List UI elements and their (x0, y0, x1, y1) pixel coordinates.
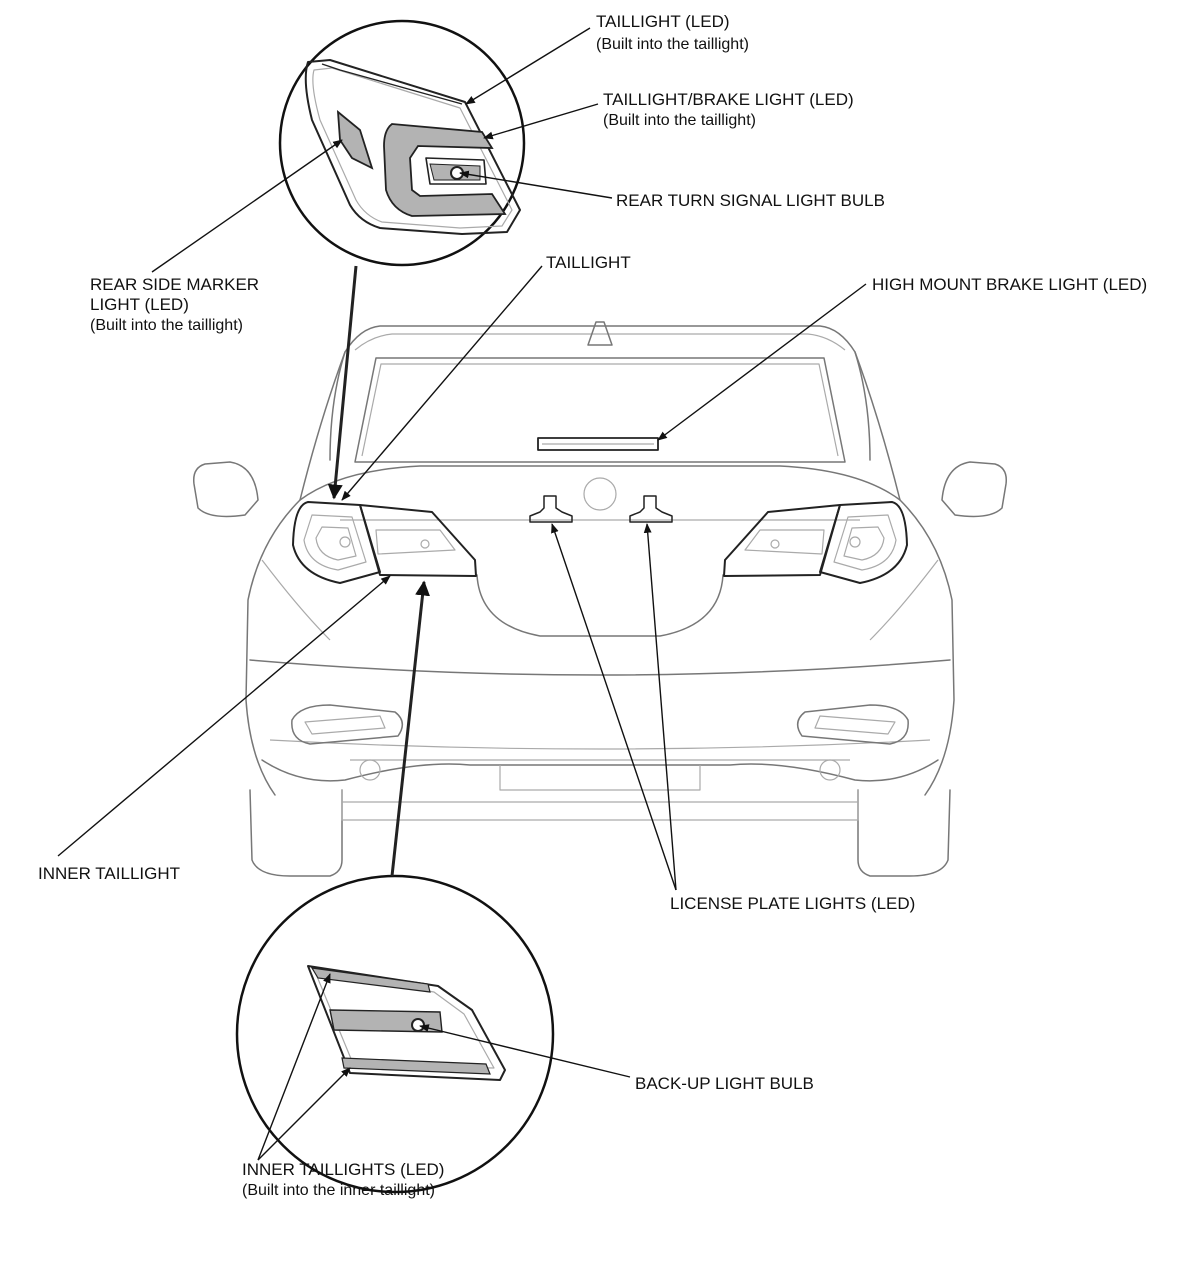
left-mirror (192, 461, 259, 518)
taillight-brake-led (383, 123, 507, 217)
inner-taillight-detail-callout (235, 874, 555, 1194)
leader-lines (57, 27, 867, 1161)
label-side-marker-1: REAR SIDE MARKER (90, 275, 259, 294)
taillight-detail-callout (278, 19, 526, 267)
inner-taillight-led-bottom (341, 1057, 491, 1075)
right-taillight (819, 501, 908, 584)
label-high-mount: HIGH MOUNT BRAKE LIGHT (LED) (872, 275, 1147, 294)
label-tail-brake-led-sub: (Built into the taillight) (603, 112, 756, 129)
label-inner-taillights-sub: (Built into the inner taillight) (242, 1182, 435, 1199)
connector-arrow-bottom (390, 580, 430, 877)
label-taillight: TAILLIGHT (546, 253, 631, 272)
label-taillight-led-sub: (Built into the taillight) (596, 36, 749, 53)
car-rear-view (192, 321, 1008, 877)
right-inner-taillight (723, 504, 841, 577)
rear-side-marker-led (336, 109, 374, 170)
left-taillight (292, 501, 381, 584)
right-reflector (796, 704, 909, 745)
license-plate-light-left (529, 495, 573, 523)
label-rear-turn-bulb: REAR TURN SIGNAL LIGHT BULB (616, 191, 885, 210)
label-side-marker-2: LIGHT (LED) (90, 295, 189, 314)
label-inner-taillight: INNER TAILLIGHT (38, 864, 180, 883)
label-taillight-led: TAILLIGHT (LED) (596, 12, 730, 31)
backup-light-bulb (411, 1018, 425, 1032)
left-inner-taillight (359, 504, 477, 577)
trunk-emblem (583, 477, 617, 511)
left-reflector (291, 704, 404, 745)
right-mirror (941, 461, 1008, 518)
label-tail-brake-led: TAILLIGHT/BRAKE LIGHT (LED) (603, 90, 854, 109)
inner-taillight-led-top (310, 967, 431, 993)
antenna (587, 321, 613, 346)
label-inner-taillights-led: INNER TAILLIGHTS (LED) (242, 1160, 444, 1179)
high-mount-brake-light (537, 437, 659, 451)
license-plate-light-right (629, 495, 673, 523)
label-backup-bulb: BACK-UP LIGHT BULB (635, 1074, 814, 1093)
label-license-plate: LICENSE PLATE LIGHTS (LED) (670, 894, 915, 913)
label-side-marker-sub: (Built into the taillight) (90, 317, 243, 334)
backup-light-lens (329, 1009, 443, 1033)
connector-arrow-top (327, 265, 358, 500)
